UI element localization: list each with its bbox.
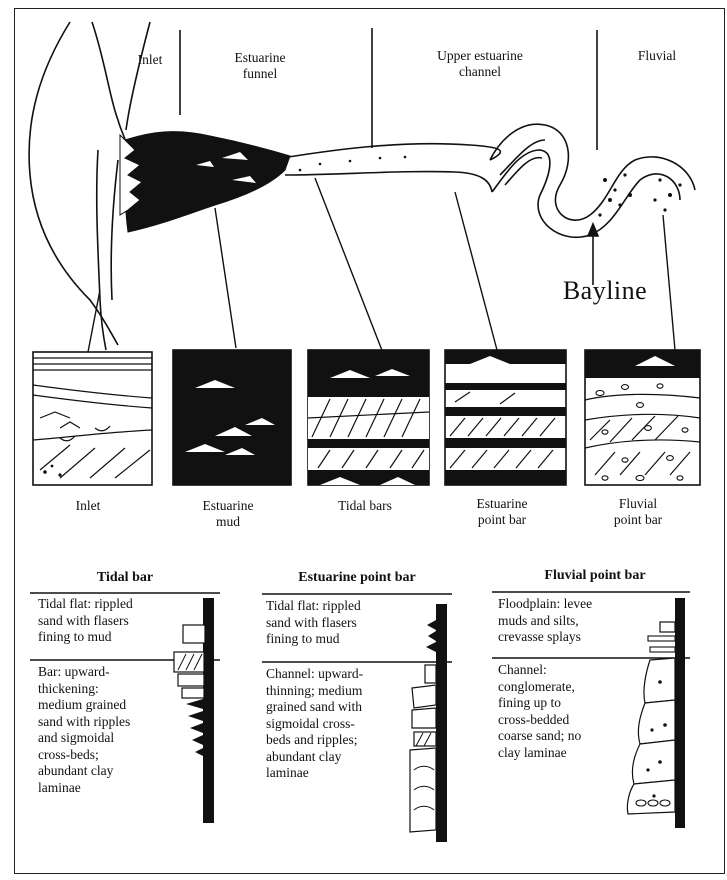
log-lower-tidal-bar: Bar: upward- thickening: medium grained … (38, 664, 178, 796)
column-estuarine-mud (173, 350, 291, 485)
log-lower-estuarine-point-bar: Channel: upward- thinning; medium graine… (266, 666, 406, 782)
zone-label-fluvial: Fluvial (612, 48, 702, 64)
zone-dividers (180, 28, 597, 150)
log-upper-fluvial-point-bar: Floodplain: levee muds and silts, crevas… (498, 596, 638, 646)
column-caption-inlet: Inlet (43, 498, 133, 514)
column-estuarine-point-bar (445, 350, 566, 485)
upper-channel (270, 144, 500, 160)
log-lower-fluvial-point-bar: Channel: conglomerate, fining up to cros… (498, 662, 638, 761)
log-title-estuarine-point-bar: Estuarine point bar (262, 570, 452, 586)
column-inlet (33, 352, 152, 485)
zone-label-upper-estuarine-channel: Upper estuarine channel (405, 48, 555, 80)
log-title-tidal-bar: Tidal bar (50, 570, 200, 586)
zone-label-inlet: Inlet (120, 52, 180, 68)
column-caption-estuarine-point-bar: Estuarine point bar (452, 496, 552, 528)
log-tidal-bar (174, 598, 214, 823)
channel-dots (299, 156, 407, 172)
log-upper-estuarine-point-bar: Tidal flat: rippled sand with flasers fi… (266, 598, 406, 648)
column-caption-estuarine-mud: Estuarine mud (178, 498, 278, 530)
log-upper-tidal-bar: Tidal flat: rippled sand with flasers fi… (38, 596, 178, 646)
meander-loops (490, 124, 695, 237)
column-caption-tidal-bars: Tidal bars (315, 498, 415, 514)
column-tidal-bars (308, 350, 429, 485)
column-caption-fluvial-point-bar: Fluvial point bar (588, 496, 688, 528)
bayline-label: Bayline (545, 283, 665, 299)
estuarine-funnel (125, 132, 290, 232)
log-title-fluvial-point-bar: Fluvial point bar (500, 568, 690, 584)
log-estuarine-point-bar (410, 604, 447, 842)
column-fluvial-point-bar (585, 350, 700, 485)
zone-label-estuarine-funnel: Estuarine funnel (205, 50, 315, 82)
